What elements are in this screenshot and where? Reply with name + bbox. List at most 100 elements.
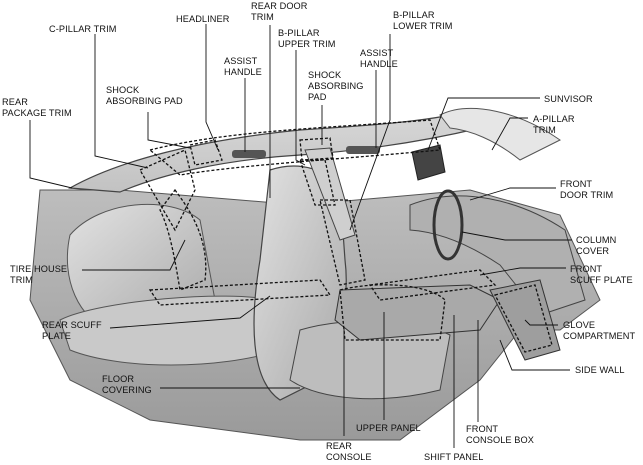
label-c-pillar-trim-line1: C-PILLAR TRIM bbox=[49, 24, 117, 34]
label-front-door-line1: FRONT bbox=[560, 179, 593, 189]
label-glove-line2: COMPARTMENT bbox=[563, 331, 636, 341]
label-rear-package-trim: REAR PACKAGE TRIM bbox=[2, 97, 72, 119]
label-assist-handle-right-line2: HANDLE bbox=[360, 59, 398, 69]
label-rear-package-line1: REAR bbox=[2, 97, 28, 107]
label-rear-scuff-line2: PLATE bbox=[42, 331, 71, 341]
leader-rear-package bbox=[29, 120, 73, 189]
label-b-pillar-lower-line1: B-PILLAR bbox=[393, 10, 435, 20]
shock-pad-left-outline bbox=[189, 139, 223, 166]
front-scuff-outline bbox=[368, 269, 497, 301]
label-shock-pad-right-line1: SHOCK bbox=[308, 70, 342, 80]
label-rear-scuff-line1: REAR SCUFF bbox=[42, 320, 102, 330]
assist-handle-right-shape bbox=[346, 146, 380, 154]
label-rear-door-trim: REAR DOOR TRIM bbox=[251, 1, 308, 23]
assist-handle-left-shape bbox=[232, 150, 266, 158]
leader-c-pillar bbox=[94, 34, 149, 169]
tire-house-outline bbox=[159, 188, 207, 291]
label-front-door-line2: DOOR TRIM bbox=[560, 190, 614, 200]
label-headliner: HEADLINER bbox=[176, 14, 230, 25]
leader-b-pillar-lower bbox=[349, 34, 391, 231]
label-rear-console-line2: CONSOLE bbox=[326, 452, 372, 462]
leader-front-door bbox=[469, 187, 556, 201]
label-upper-panel: UPPER PANEL bbox=[356, 423, 421, 434]
label-front-scuff-line2: SCUFF PLATE bbox=[570, 275, 633, 285]
label-shock-pad-left-line2: ABSORBING PAD bbox=[106, 96, 183, 106]
label-a-pillar-line2: TRIM bbox=[533, 125, 556, 135]
label-shock-absorbing-pad-left: SHOCK ABSORBING PAD bbox=[106, 85, 183, 107]
label-front-door-trim: FRONT DOOR TRIM bbox=[560, 179, 613, 201]
label-sunvisor-line1: SUNVISOR bbox=[544, 94, 593, 104]
label-assist-handle-left-line1: ASSIST bbox=[224, 56, 258, 66]
label-a-pillar-line1: A-PILLAR bbox=[533, 114, 575, 124]
label-rear-console-line1: REAR bbox=[326, 441, 352, 451]
label-column-cover-line1: COLUMN bbox=[576, 235, 617, 245]
headliner-outline bbox=[148, 119, 441, 176]
label-assist-handle-left-line2: HANDLE bbox=[224, 67, 262, 77]
label-shift-panel-line1: SHIFT PANEL bbox=[424, 452, 484, 462]
leader-side-wall bbox=[499, 339, 570, 371]
label-side-wall-line1: SIDE WALL bbox=[575, 365, 625, 375]
label-rear-door-trim-line1: REAR DOOR bbox=[251, 1, 308, 11]
label-upper-panel-line1: UPPER PANEL bbox=[356, 423, 421, 433]
label-assist-handle-right: ASSIST HANDLE bbox=[360, 48, 398, 70]
windshield-shape bbox=[439, 108, 561, 161]
leader-sunvisor bbox=[427, 97, 540, 151]
b-pillar-lower-outline bbox=[319, 199, 366, 286]
label-front-console-line1: FRONT bbox=[466, 424, 499, 434]
label-shock-pad-right-line3: PAD bbox=[308, 92, 327, 102]
label-sunvisor: SUNVISOR bbox=[544, 94, 593, 105]
label-b-pillar-upper-trim: B-PILLAR UPPER TRIM bbox=[278, 28, 336, 50]
label-shock-pad-left-line1: SHOCK bbox=[106, 85, 140, 95]
leader-headliner bbox=[205, 24, 219, 151]
label-tire-house-line1: TIRE HOUSE bbox=[10, 264, 68, 274]
label-shock-absorbing-pad-right: SHOCK ABSORBING PAD bbox=[308, 70, 364, 103]
label-rear-door-trim-line2: TRIM bbox=[251, 12, 274, 22]
leader-rear-scuff bbox=[109, 295, 271, 329]
rear-console-outline bbox=[339, 284, 446, 341]
label-assist-handle-left: ASSIST HANDLE bbox=[224, 56, 262, 78]
console-shape bbox=[334, 284, 501, 341]
label-glove-line1: GLOVE bbox=[563, 320, 596, 330]
leader-tire-house bbox=[82, 239, 186, 271]
label-floor-line1: FLOOR bbox=[102, 374, 135, 384]
label-tire-house-trim: TIRE HOUSE TRIM bbox=[10, 264, 67, 286]
label-rear-package-line2: PACKAGE TRIM bbox=[2, 108, 72, 118]
label-side-wall: SIDE WALL bbox=[575, 365, 625, 376]
label-b-pillar-lower-trim: B-PILLAR LOWER TRIM bbox=[393, 10, 453, 32]
leader-b-pillar-upper bbox=[295, 50, 306, 166]
label-c-pillar-trim: C-PILLAR TRIM bbox=[49, 24, 117, 35]
leader-glove bbox=[524, 319, 558, 326]
label-assist-handle-right-line1: ASSIST bbox=[360, 48, 394, 58]
label-tire-house-line2: TRIM bbox=[10, 275, 33, 285]
label-front-console-line2: CONSOLE BOX bbox=[466, 435, 534, 445]
steering-wheel-shape bbox=[432, 189, 464, 261]
label-column-cover: COLUMN COVER bbox=[576, 235, 616, 257]
leader-shock-left bbox=[147, 112, 191, 149]
leader-column-cover bbox=[461, 231, 572, 241]
label-a-pillar-trim: A-PILLAR TRIM bbox=[533, 114, 575, 136]
label-front-scuff-line1: FRONT bbox=[570, 264, 603, 274]
label-shift-panel: SHIFT PANEL bbox=[424, 452, 483, 463]
label-floor-line2: COVERING bbox=[102, 385, 152, 395]
c-pillar-outline bbox=[139, 149, 196, 232]
label-b-pillar-upper-line2: UPPER TRIM bbox=[278, 39, 336, 49]
label-column-cover-line2: COVER bbox=[576, 246, 610, 256]
label-headliner-line1: HEADLINER bbox=[176, 14, 230, 24]
b-pillar-shape bbox=[304, 147, 356, 241]
glove-outline bbox=[494, 284, 553, 353]
label-glove-compartment: GLOVE COMPARTMENT bbox=[563, 320, 635, 342]
label-b-pillar-upper-line1: B-PILLAR bbox=[278, 28, 320, 38]
label-front-console-box: FRONT CONSOLE BOX bbox=[466, 424, 534, 446]
label-rear-console: REAR CONSOLE bbox=[326, 441, 372, 463]
leader-a-pillar bbox=[491, 117, 528, 151]
label-shock-pad-right-line2: ABSORBING bbox=[308, 81, 364, 91]
sunvisor-shape bbox=[411, 144, 446, 181]
label-b-pillar-lower-line2: LOWER TRIM bbox=[393, 21, 453, 31]
shock-pad-right-outline bbox=[299, 137, 334, 161]
label-floor-covering: FLOOR COVERING bbox=[102, 374, 152, 396]
label-rear-scuff-plate: REAR SCUFF PLATE bbox=[42, 320, 102, 342]
label-front-scuff-plate: FRONT SCUFF PLATE bbox=[570, 264, 633, 286]
leader-front-scuff bbox=[479, 267, 566, 276]
